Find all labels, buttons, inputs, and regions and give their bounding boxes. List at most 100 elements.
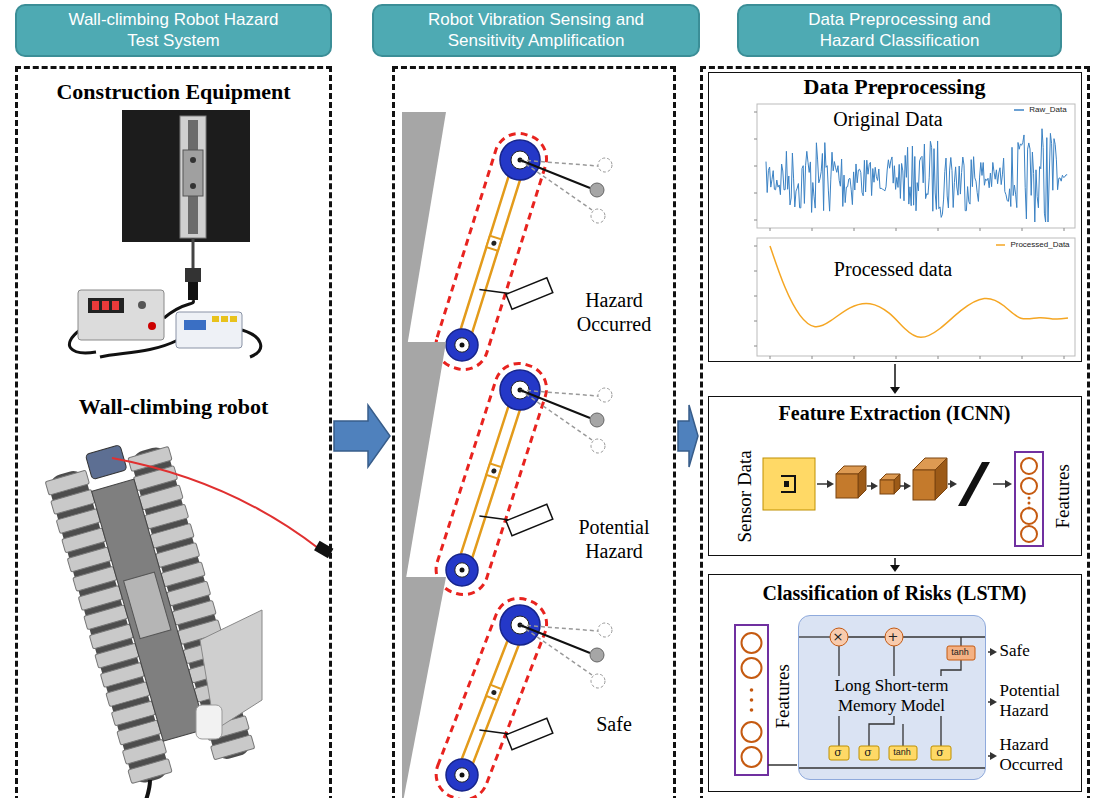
cube-front bbox=[836, 474, 858, 498]
header-text: Data Preprocessing and Hazard Classifica… bbox=[792, 9, 1007, 52]
test-board bbox=[122, 110, 250, 242]
display bbox=[88, 298, 124, 313]
axis-tick bbox=[754, 166, 757, 167]
joint-dot bbox=[491, 468, 497, 474]
process-box: Feature Extraction (ICNN)Sensor DataFeat… bbox=[708, 396, 1082, 556]
lever-position bbox=[591, 439, 605, 453]
legend-sample bbox=[996, 244, 1005, 246]
frame-rod bbox=[456, 388, 525, 572]
arrow-head bbox=[1005, 480, 1012, 488]
box-title: Classification of Risks (LSTM) bbox=[709, 581, 1080, 605]
output-label: Potential Hazard bbox=[1000, 681, 1080, 722]
wheel-hub bbox=[455, 338, 469, 352]
block-arrow bbox=[334, 405, 390, 467]
sensor-box bbox=[506, 504, 553, 535]
arrow-head bbox=[871, 482, 878, 490]
robot-body bbox=[92, 479, 206, 741]
process-box: Data PreprocessingOriginal DataProcessed… bbox=[708, 72, 1082, 362]
wheel bbox=[446, 759, 478, 791]
axis-tick bbox=[812, 356, 813, 359]
legend-label: Raw_Data bbox=[1029, 106, 1066, 114]
robot-frame bbox=[430, 357, 553, 601]
axis-tick bbox=[938, 228, 939, 231]
joint-dot bbox=[491, 689, 497, 695]
track-pad bbox=[128, 759, 172, 784]
cell-line bbox=[848, 636, 885, 637]
axis-tick bbox=[770, 228, 771, 231]
lever-trace bbox=[520, 390, 592, 440]
axis-tick bbox=[1022, 356, 1023, 359]
feature-unit bbox=[1021, 458, 1037, 474]
motor bbox=[188, 282, 198, 300]
joint-dot bbox=[491, 240, 497, 246]
axis-tick bbox=[938, 356, 939, 359]
chart-frame bbox=[757, 104, 1075, 228]
sensor-input bbox=[763, 458, 815, 510]
feature-unit bbox=[742, 633, 762, 653]
cable bbox=[100, 340, 178, 357]
lever-trace bbox=[520, 625, 592, 675]
clamp bbox=[185, 268, 201, 282]
wall-wedge bbox=[402, 112, 446, 377]
wheel-hub bbox=[455, 563, 469, 577]
sensor-arm bbox=[479, 290, 509, 294]
wheel-axle bbox=[460, 568, 465, 573]
stage-panel: Hazard OccurredPotential HazardSafe bbox=[392, 66, 676, 798]
flow-connector bbox=[890, 558, 900, 572]
axis-tick bbox=[980, 228, 981, 231]
gate-box bbox=[889, 746, 917, 760]
processed-signal bbox=[770, 246, 1068, 337]
arrow-head bbox=[950, 480, 957, 488]
cell-line bbox=[960, 637, 961, 646]
state-label: Hazard Occurred bbox=[558, 288, 670, 336]
feature-unit bbox=[742, 658, 762, 678]
connector-line bbox=[894, 558, 896, 565]
feature-unit bbox=[742, 722, 762, 742]
arrow-shaft bbox=[993, 483, 1005, 485]
track-outline bbox=[430, 357, 553, 601]
axis-tick bbox=[896, 356, 897, 359]
lever-weight bbox=[590, 648, 604, 662]
chart-frame bbox=[757, 238, 1075, 356]
joint bbox=[486, 685, 502, 701]
gate-box bbox=[931, 746, 951, 760]
axis-tick bbox=[754, 220, 757, 221]
bolt bbox=[190, 183, 196, 189]
state-label: Safe bbox=[558, 712, 670, 736]
stage-panel: Construction EquipmentWall-climbing robo… bbox=[15, 66, 332, 798]
display-digit bbox=[112, 301, 119, 310]
axis-tick bbox=[1022, 228, 1023, 231]
bolt bbox=[190, 157, 196, 163]
axis-label: Features bbox=[771, 651, 794, 741]
wheel-hub bbox=[455, 768, 469, 782]
activation-name: tanh bbox=[951, 648, 969, 657]
box-title: Feature Extraction (ICNN) bbox=[709, 401, 1080, 425]
robot-photo bbox=[41, 432, 256, 786]
connector-terminal bbox=[221, 316, 228, 322]
lever-position bbox=[598, 388, 612, 402]
feature-vector bbox=[735, 625, 768, 775]
section-title: Wall-climbing robot bbox=[18, 394, 329, 420]
feature-unit bbox=[1021, 508, 1037, 524]
arrow-head bbox=[990, 648, 997, 656]
header-text: Wall-climbing Robot Hazard Test System bbox=[66, 9, 281, 52]
feature-unit bbox=[1021, 526, 1037, 542]
stage-header: Robot Vibration Sensing and Sensitivity … bbox=[372, 4, 700, 57]
stage-header: Data Preprocessing and Hazard Classifica… bbox=[737, 4, 1062, 57]
feature-unit bbox=[742, 747, 762, 767]
chart-title: Original Data bbox=[803, 107, 973, 131]
cell-line bbox=[799, 636, 830, 637]
cube-front bbox=[913, 470, 935, 500]
legend-sample bbox=[1014, 109, 1024, 111]
output-label: Safe bbox=[1000, 641, 1080, 661]
box-title: Data Preprocessing bbox=[709, 74, 1080, 100]
lever-weight bbox=[590, 413, 604, 427]
cell-line bbox=[903, 636, 985, 637]
axis-tick bbox=[980, 356, 981, 359]
joint bbox=[486, 236, 501, 251]
axis-tick bbox=[1064, 228, 1065, 231]
stage-header: Wall-climbing Robot Hazard Test System bbox=[15, 4, 332, 57]
pointwise-op bbox=[885, 628, 903, 646]
axis-tick bbox=[754, 321, 757, 322]
